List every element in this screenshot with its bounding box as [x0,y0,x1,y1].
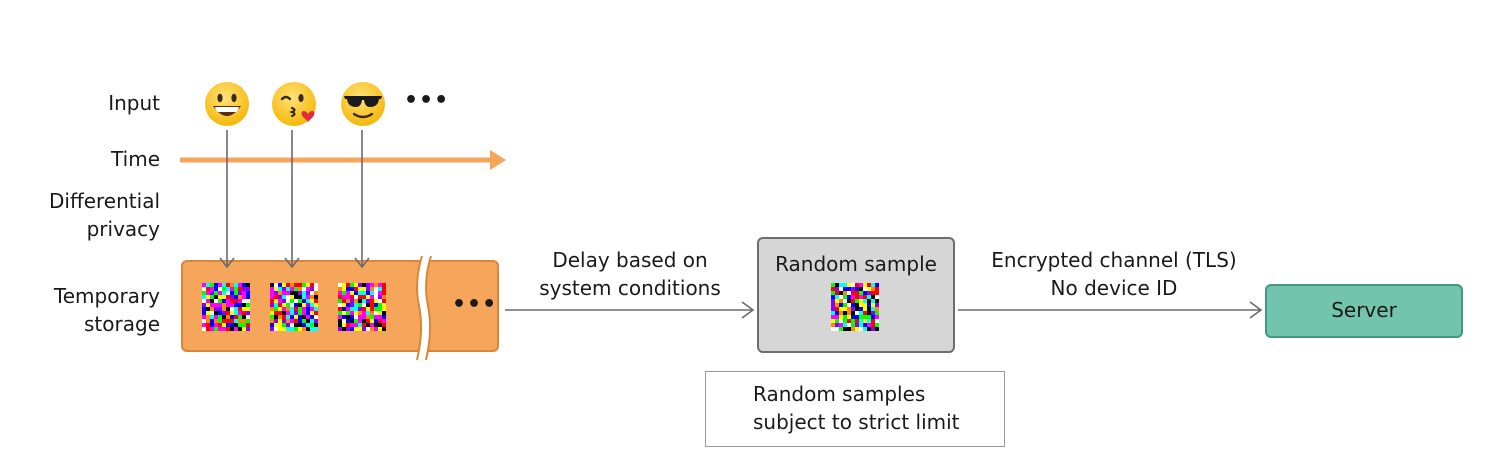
grinning-face-icon [205,82,249,126]
random-sample-title: Random sample [775,252,937,276]
channel-label-1: Encrypted channel (TLS) [991,248,1237,272]
server-label: Server [1331,298,1397,322]
label-time: Time [111,147,160,171]
storage-break-right [425,255,432,361]
noise-tile-sample [831,283,879,331]
time-axis-arrowhead [490,150,506,170]
server-box [1265,284,1463,338]
input-arrows [219,130,370,269]
noise-tile-1 [202,283,250,331]
delay-label-1: Delay based on [552,248,708,272]
label-differential-privacy-1: Differential [48,189,160,213]
note-line-1: Random samples [753,382,926,406]
label-temporary-storage-1: Temporary [53,284,160,308]
channel-label-2: No device ID [1050,276,1178,300]
delay-label-2: system conditions [539,276,721,300]
storage-break-left [416,255,423,361]
storage-break-gap [416,254,431,362]
label-differential-privacy-2: privacy [86,217,160,241]
label-input: Input [108,91,160,115]
more-storage-ellipsis: ••• [452,292,498,317]
label-temporary-storage-2: storage [84,312,160,336]
note-box [705,371,1005,447]
more-inputs-ellipsis: ••• [404,88,450,113]
kissing-heart-face-icon [272,82,316,126]
noise-tile-3 [338,283,386,331]
note-line-2: subject to strict limit [753,410,960,434]
sunglasses-face-icon [341,82,385,126]
noise-tile-2 [270,283,318,331]
